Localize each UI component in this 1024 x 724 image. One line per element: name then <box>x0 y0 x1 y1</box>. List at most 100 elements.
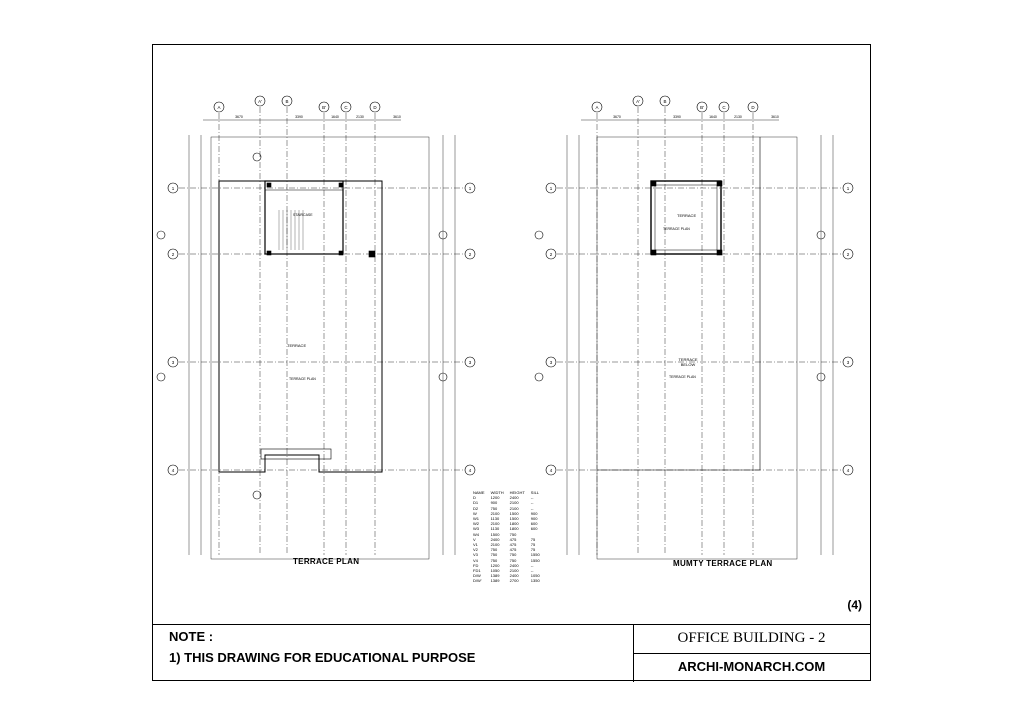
schedule-cell: 2100 <box>490 510 500 516</box>
website-label: ARCHI-MONARCH.COM <box>677 659 826 674</box>
schedule-cell: 2100 <box>490 542 500 548</box>
svg-text:3: 3 <box>550 360 553 365</box>
schedule-row: W1 1130 1500 900 <box>470 516 543 521</box>
schedule-cell: 2400 <box>509 495 519 501</box>
schedule-cell: 750 <box>490 552 498 558</box>
schedule-cell: -- <box>530 495 534 501</box>
schedule-cell: 750 <box>490 557 498 563</box>
schedule-cell: FD1 <box>473 568 481 574</box>
schedule-cell: 2400 <box>509 562 519 568</box>
schedule-cell: 900 <box>490 500 498 506</box>
schedule-cell: 900 <box>530 516 538 522</box>
schedule-cell: W1 <box>473 516 479 522</box>
svg-text:3: 3 <box>847 360 850 365</box>
schedule-cell: 2100 <box>490 521 500 527</box>
schedule-cell: D <box>473 495 476 501</box>
svg-text:4: 4 <box>550 468 553 473</box>
schedule-cell: D/W <box>473 573 481 579</box>
schedule-cell: 1130 <box>490 516 500 522</box>
schedule-cell: 1050 <box>490 568 500 574</box>
staircase-label: STAIRCASE <box>293 213 313 217</box>
svg-text:1640: 1640 <box>331 115 339 119</box>
svg-text:3670: 3670 <box>613 115 621 119</box>
schedule-cell: 2700 <box>509 578 519 584</box>
schedule-cell: -- <box>530 500 534 506</box>
schedule-cell: V2 <box>473 547 478 553</box>
svg-text:3610: 3610 <box>771 115 779 119</box>
schedule-cell: 1130 <box>490 526 500 532</box>
schedule-cell: W <box>473 510 477 516</box>
terrace-below-label: TERRACE BELOW <box>678 357 698 367</box>
terrace-label: TERRACE <box>287 343 307 348</box>
schedule-header-height: HEIGHT <box>509 490 525 495</box>
schedule-cell: -- <box>530 568 534 574</box>
mumty-terrace-label: TERRACE <box>677 213 697 218</box>
schedule-cell: 2100 <box>509 568 519 574</box>
schedule-cell: 2400 <box>490 536 500 542</box>
svg-text:1: 1 <box>172 186 175 191</box>
schedule-cell: V4 <box>473 557 478 563</box>
schedule-cell: D/W' <box>473 578 482 584</box>
schedule-cell: 750 <box>509 531 517 537</box>
svg-text:4: 4 <box>172 468 175 473</box>
svg-text:2: 2 <box>172 252 175 257</box>
schedule-cell: 1550 <box>530 552 540 558</box>
svg-text:2130: 2130 <box>356 115 364 119</box>
svg-text:B': B' <box>322 105 326 110</box>
schedule-cell: 475 <box>509 542 517 548</box>
schedule-cell: -- <box>530 562 534 568</box>
note-heading: NOTE : <box>169 629 214 644</box>
svg-text:3610: 3610 <box>393 115 401 119</box>
svg-text:3: 3 <box>469 360 472 365</box>
schedule-cell: 750 <box>490 505 498 511</box>
terrace-level-tag: TERRACE PLAN <box>289 377 316 381</box>
schedule-cell: 1050 <box>530 573 540 579</box>
schedule-cell: 2100 <box>509 505 519 511</box>
project-title: OFFICE BUILDING - 2 <box>677 630 826 646</box>
project-box: OFFICE BUILDING - 2 ARCHI-MONARCH.COM <box>633 625 870 682</box>
schedule-cell: 1800 <box>509 526 519 532</box>
schedule-cell: 2100 <box>509 500 519 506</box>
schedule-cell: 900 <box>530 510 538 516</box>
schedule-cell: 1550 <box>530 557 540 563</box>
svg-text:2130: 2130 <box>734 115 742 119</box>
svg-text:D: D <box>373 105 377 110</box>
svg-text:4: 4 <box>469 468 472 473</box>
schedule-cell: 600 <box>530 521 538 527</box>
svg-text:D: D <box>751 105 755 110</box>
svg-text:A: A <box>595 105 598 110</box>
schedule-header-name: NAME <box>473 490 485 495</box>
schedule-row: FD1 1050 2100 -- <box>470 568 543 573</box>
schedule-cell: FD <box>473 562 479 568</box>
svg-text:1: 1 <box>469 186 472 191</box>
note-box: NOTE : 1) THIS DRAWING FOR EDUCATIONAL P… <box>153 625 634 682</box>
svg-text:3: 3 <box>172 360 175 365</box>
schedule-cell: 475 <box>509 536 517 542</box>
schedule-cell: V3 <box>473 552 478 558</box>
svg-text:2: 2 <box>550 252 553 257</box>
mumty-terrace-plan-title: MUMTY TERRACE PLAN <box>673 559 773 568</box>
column-grid-bubbles <box>213 95 381 113</box>
schedule-cell: W4 <box>473 531 479 537</box>
svg-text:3390: 3390 <box>673 115 681 119</box>
schedule-cell: 475 <box>509 547 517 553</box>
note-line: 1) THIS DRAWING FOR EDUCATIONAL PURPOSE <box>169 650 476 665</box>
schedule-cell: 1500 <box>509 516 519 522</box>
schedule-cell: D2 <box>473 505 479 511</box>
schedule-cell: V1 <box>473 542 478 548</box>
schedule-header-width: WIDTH <box>490 490 504 495</box>
schedule-cell: W3 <box>473 526 479 532</box>
schedule-cell: D1 <box>473 500 479 506</box>
